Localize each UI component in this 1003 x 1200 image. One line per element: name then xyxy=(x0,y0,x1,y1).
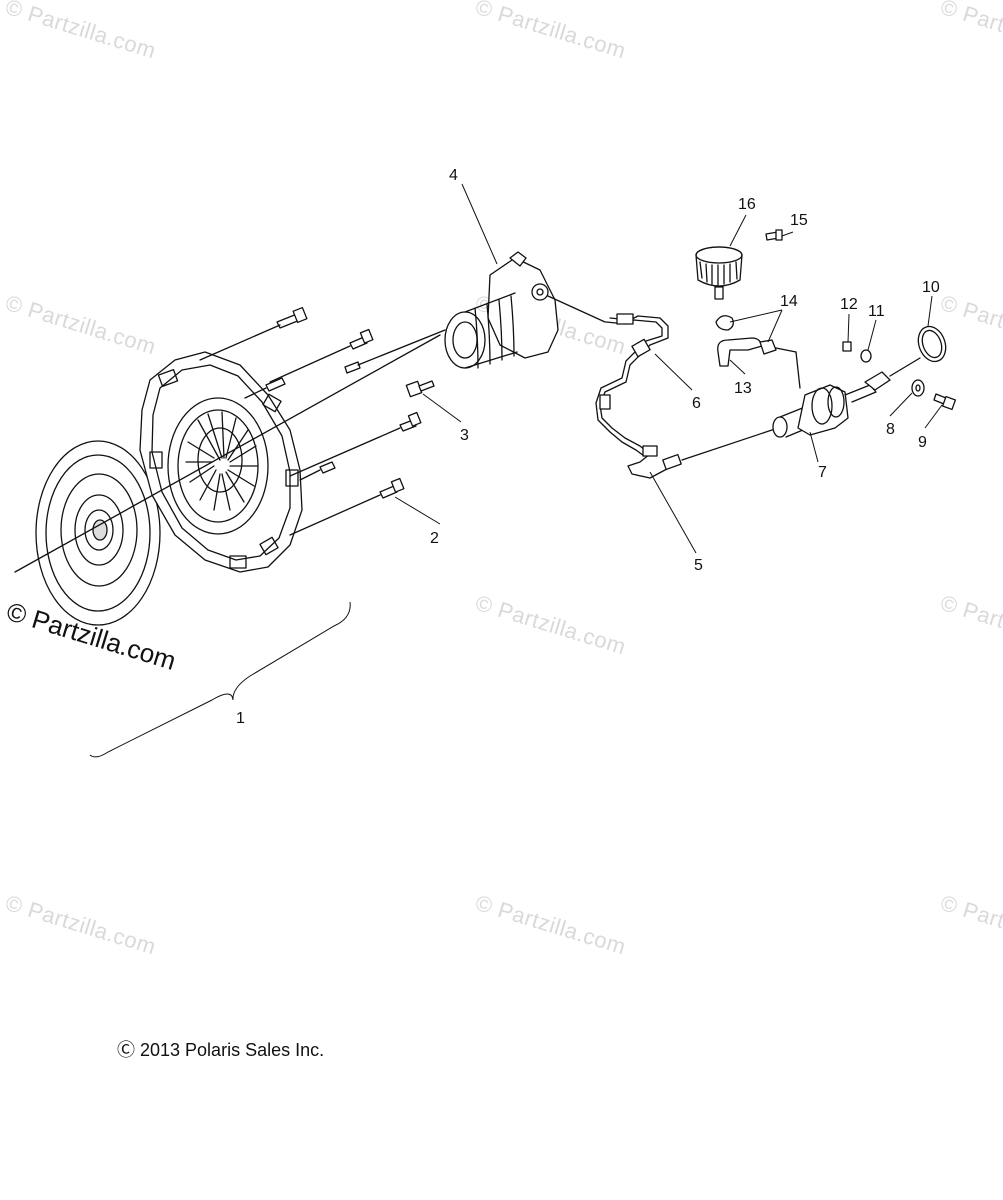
hydraulic-line xyxy=(595,313,779,479)
callout-16: 16 xyxy=(738,196,756,213)
washer-8 xyxy=(911,379,925,397)
callout-11: 11 xyxy=(868,303,885,320)
callout-6: 6 xyxy=(692,395,701,412)
callout-14: 14 xyxy=(780,293,798,310)
callout-7: 7 xyxy=(818,464,827,481)
o-ring xyxy=(917,325,947,363)
callout-8: 8 xyxy=(886,421,895,438)
copyright-notice: Ⓒ 2013 Polaris Sales Inc. xyxy=(117,1040,325,1060)
nut-12 xyxy=(842,341,852,352)
reservoir-16 xyxy=(695,246,743,300)
callout-9: 9 xyxy=(918,434,927,451)
callout-10: 10 xyxy=(922,279,940,296)
callout-12: 12 xyxy=(840,296,858,313)
axis-line xyxy=(14,334,441,573)
callout-1: 1 xyxy=(236,710,245,727)
slave-bolt xyxy=(344,329,446,398)
callout-3: 3 xyxy=(460,427,469,444)
bolt-9 xyxy=(933,393,957,411)
pressure-plate-bolts xyxy=(199,306,422,536)
pressure-plate xyxy=(139,351,303,573)
clutch-disc xyxy=(35,440,161,626)
callout-4: 4 xyxy=(449,167,458,184)
clamp-14 xyxy=(715,315,801,389)
callout-13: 13 xyxy=(734,380,752,397)
screw-15 xyxy=(765,229,783,241)
callout-15: 15 xyxy=(790,212,808,229)
slave-cylinder xyxy=(444,251,606,369)
master-cylinder xyxy=(772,357,921,438)
hose-13 xyxy=(717,337,763,367)
callout-5: 5 xyxy=(694,557,703,574)
callout-2: 2 xyxy=(430,530,439,547)
washer-11 xyxy=(860,349,872,363)
